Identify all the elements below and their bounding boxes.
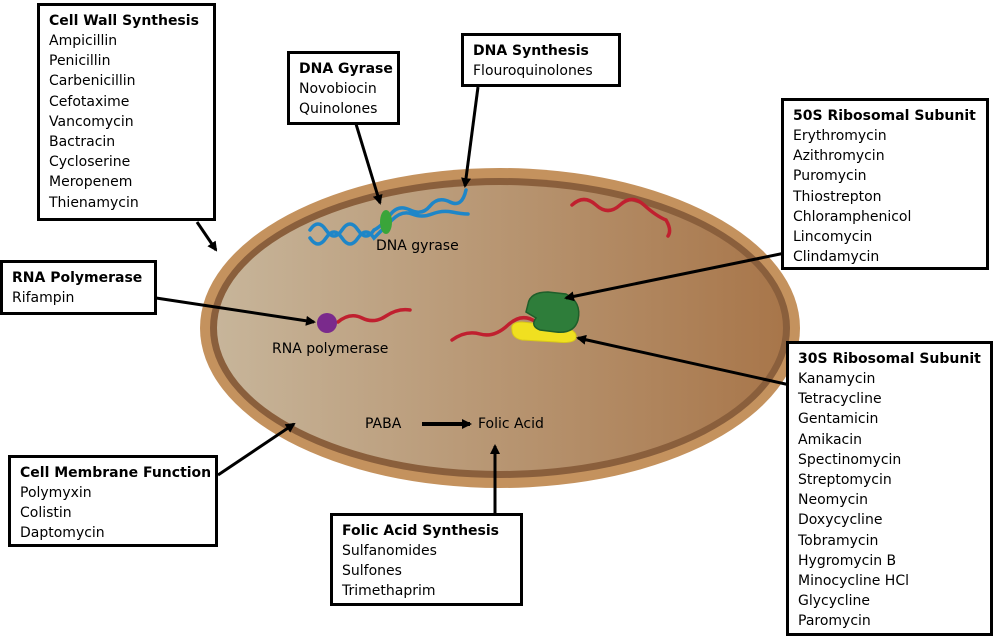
drug-item: Colistin xyxy=(20,505,72,522)
drug-item: Doxycycline xyxy=(798,512,883,529)
drug-item: Minocycline HCl xyxy=(798,573,909,590)
rna-polymerase-title: RNA Polymerase xyxy=(12,270,143,286)
drug-item: Puromycin xyxy=(793,168,867,185)
dna-synthesis-box: DNA Synthesis Flouroquinolones xyxy=(461,33,621,87)
drug-item: Kanamycin xyxy=(798,371,876,387)
drug-item: Clindamycin xyxy=(793,249,880,266)
drug-item: Streptomycin xyxy=(798,472,892,489)
arrow-dna-gyrase xyxy=(354,123,383,205)
cell-membrane-function-box: Cell Membrane Function Polymyxin Colisti… xyxy=(8,455,218,547)
ribosome-50s-title: 50S Ribosomal Subunit xyxy=(793,108,976,124)
drug-item: Gentamicin xyxy=(798,411,879,428)
drug-item: Hygromycin B xyxy=(798,552,897,569)
arrow-cell-wall xyxy=(195,221,218,252)
drug-item: Penicillin xyxy=(49,53,111,70)
drug-item: Daptomycin xyxy=(20,525,105,542)
arrow-dna-synthesis xyxy=(461,86,480,188)
drug-item: Cefotaxime xyxy=(49,93,130,110)
folic-acid-label: Folic Acid xyxy=(478,416,544,432)
drug-item: Ampicillin xyxy=(49,33,118,49)
arrow-cell-membrane xyxy=(217,422,296,477)
folic-acid-synthesis-title: Folic Acid Synthesis xyxy=(342,523,500,539)
drug-item: Erythromycin xyxy=(793,128,887,144)
drug-item: Glycycline xyxy=(798,593,870,610)
dna-gyrase-enzyme xyxy=(380,210,392,234)
drug-item: Cycloserine xyxy=(49,154,131,171)
drug-item: Sulfanomides xyxy=(342,543,437,559)
rna-polymerase-label: RNA polymerase xyxy=(272,341,389,357)
drug-item: Sulfones xyxy=(342,563,402,580)
arrow-50s xyxy=(564,250,791,302)
drug-item: Bactracin xyxy=(49,134,116,151)
ribosome-50s-box: 50S Ribosomal Subunit Erythromycin Azith… xyxy=(781,98,989,270)
dna-gyrase-label: DNA gyrase xyxy=(376,238,459,254)
drug-item: Amikacin xyxy=(798,431,863,448)
folic-acid-synthesis-box: Folic Acid Synthesis Sulfanomides Sulfon… xyxy=(330,513,523,606)
drug-item: Thiostrepton xyxy=(793,188,882,205)
cell-membrane-function-title: Cell Membrane Function xyxy=(20,465,212,481)
cytoplasm xyxy=(217,185,783,471)
cell-wall-synthesis-title: Cell Wall Synthesis xyxy=(49,13,199,29)
rna-transcript xyxy=(336,307,412,324)
mrna-strand-free xyxy=(570,197,672,238)
drug-item: Azithromycin xyxy=(793,148,885,165)
drug-item: Chloramphenicol xyxy=(793,208,912,225)
dna-synthesis-title: DNA Synthesis xyxy=(473,43,589,59)
ribosome-30s-box: 30S Ribosomal Subunit Kanamycin Tetracyc… xyxy=(786,341,993,636)
drug-item: Neomycin xyxy=(798,492,869,509)
rna-polymerase-box: RNA Polymerase Rifampin xyxy=(0,260,157,315)
arrow-rna-polymerase xyxy=(155,296,316,326)
drug-item: Tobramycin xyxy=(798,532,879,549)
drug-item: Vancomycin xyxy=(49,113,134,130)
rna-polymerase-enzyme xyxy=(317,313,337,333)
paba-label: PABA xyxy=(365,416,402,432)
drug-item: Polymyxin xyxy=(20,485,92,501)
ribosome-mrna xyxy=(450,315,538,342)
ribosome-30s-title: 30S Ribosomal Subunit xyxy=(798,351,981,367)
drug-item: Paromycin xyxy=(798,613,871,630)
dna-gyrase-box: DNA Gyrase Novobiocin Quinolones xyxy=(287,51,400,125)
pointer-arrows xyxy=(155,86,791,513)
ribosome-50s-subunit xyxy=(525,291,580,333)
drug-item: Tetracycline xyxy=(798,391,882,408)
drug-item: Novobiocin xyxy=(299,81,377,97)
drug-item: Lincomycin xyxy=(793,229,873,246)
drug-item: Meropenem xyxy=(49,174,133,191)
drug-item: Trimethaprim xyxy=(342,583,436,600)
drug-item: Flouroquinolones xyxy=(473,63,593,79)
dna-gyrase-title: DNA Gyrase xyxy=(299,61,393,77)
drug-item: Quinolones xyxy=(299,101,378,118)
cell-wall-synthesis-box: Cell Wall Synthesis Ampicillin Penicilli… xyxy=(37,3,216,221)
drug-item: Rifampin xyxy=(12,290,75,306)
arrow-30s xyxy=(576,334,791,387)
drug-item: Spectinomycin xyxy=(798,451,902,468)
drug-item: Thienamycin xyxy=(49,194,139,211)
drug-item: Carbenicillin xyxy=(49,73,136,90)
